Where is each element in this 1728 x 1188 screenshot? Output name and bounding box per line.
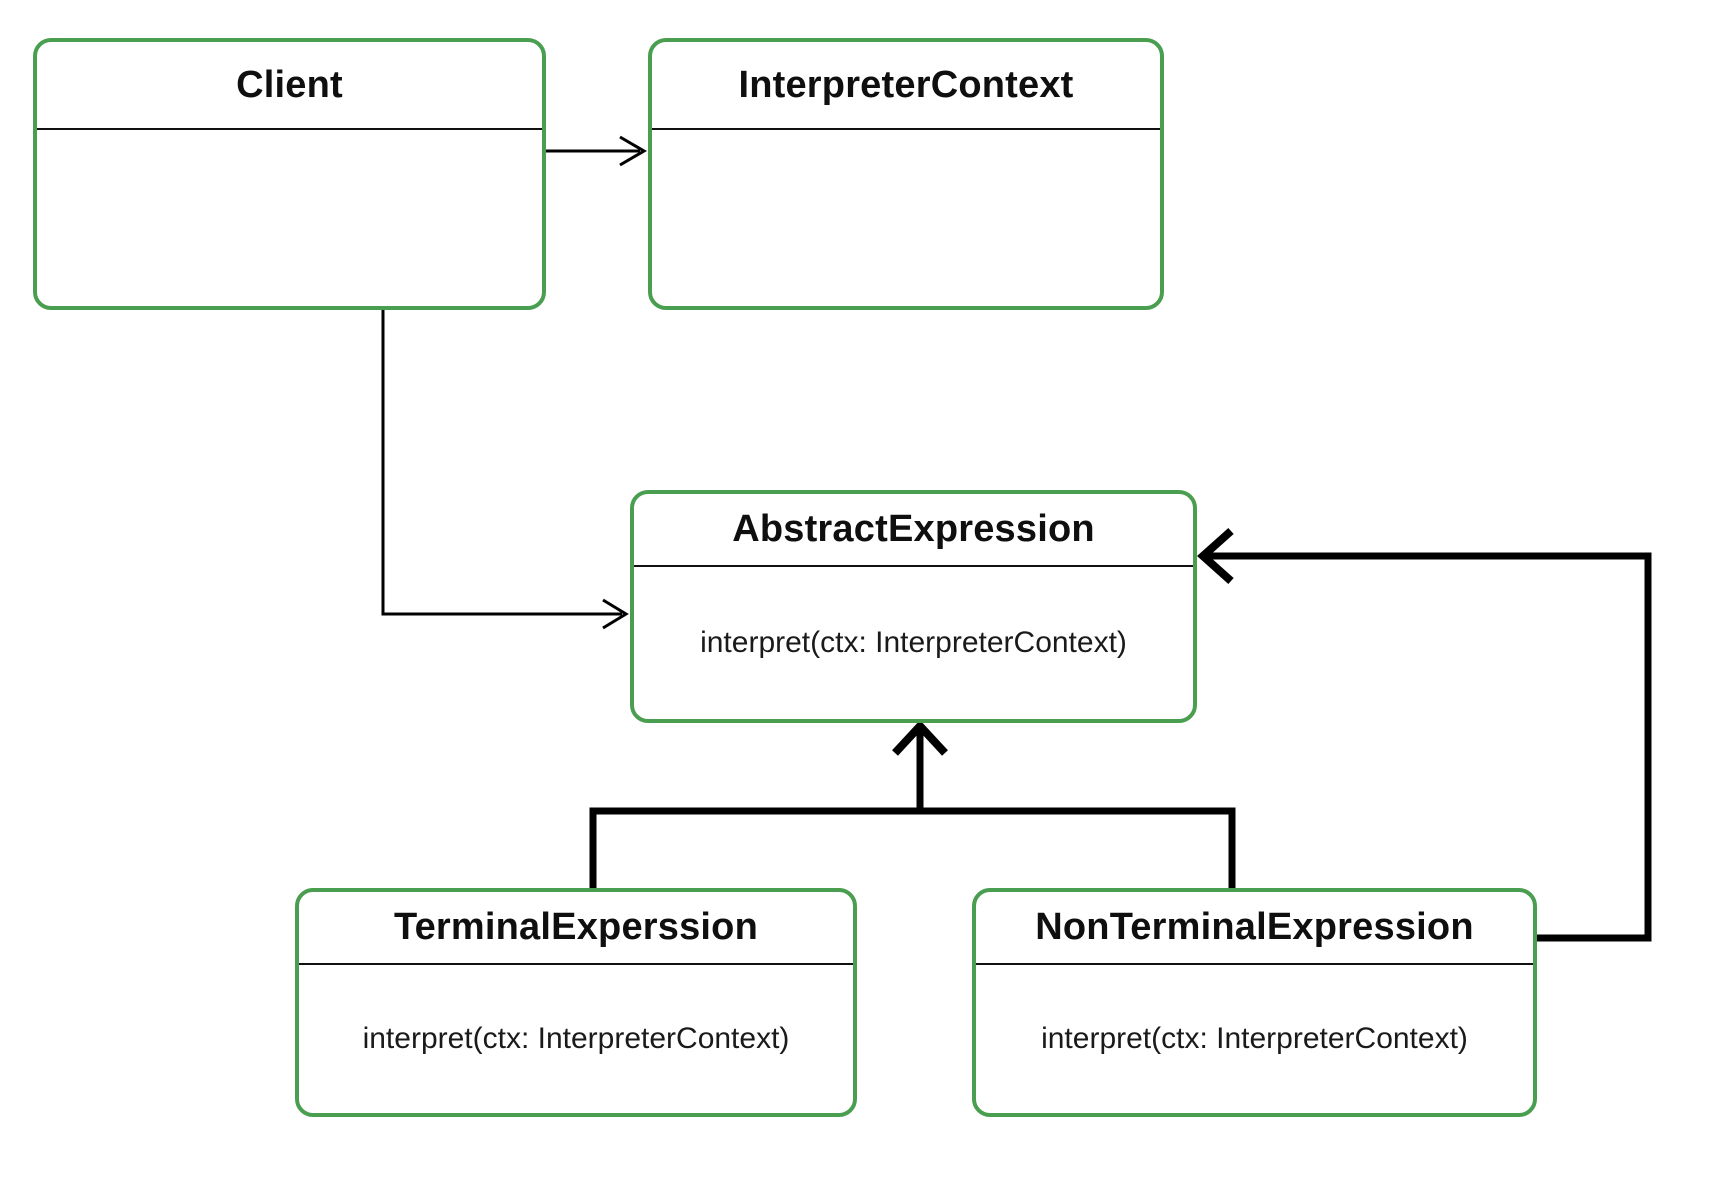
class-body-nonterminalexpression: interpret(ctx: InterpreterContext): [976, 965, 1533, 1113]
class-body-abstractexpression: interpret(ctx: InterpreterContext): [634, 567, 1193, 719]
class-box-interpretercontext: InterpreterContext: [648, 38, 1164, 310]
class-name-label: Client: [236, 63, 343, 106]
class-body-interpretercontext: [652, 130, 1160, 306]
class-title-terminalexpression: TerminalExperssion: [299, 892, 853, 965]
class-box-terminalexpression: TerminalExperssion interpret(ctx: Interp…: [295, 888, 857, 1117]
arrowhead-icon: [602, 598, 629, 630]
class-title-nonterminalexpression: NonTerminalExpression: [976, 892, 1533, 965]
class-method-label: interpret(ctx: InterpreterContext): [362, 1022, 790, 1055]
class-body-client: [37, 130, 542, 306]
class-name-label: AbstractExpression: [732, 508, 1095, 550]
recursion-arrow-nonterminal-to-abstractexpression: [1196, 528, 1652, 942]
class-title-interpretercontext: InterpreterContext: [652, 42, 1160, 130]
association-arrow-client-to-abstractexpression: [381, 310, 629, 630]
class-name-label: TerminalExperssion: [393, 906, 759, 948]
class-box-abstractexpression: AbstractExpression interpret(ctx: Interp…: [630, 490, 1197, 723]
class-box-client: Client: [33, 38, 546, 310]
association-arrow-client-to-interpretercontext: [546, 135, 647, 167]
class-body-terminalexpression: interpret(ctx: InterpreterContext): [299, 965, 853, 1113]
inheritance-arrowhead-icon: [892, 720, 948, 756]
inheritance-connector-shared: [589, 720, 1236, 888]
arrowhead-icon: [1196, 528, 1234, 584]
class-title-client: Client: [37, 42, 542, 130]
arrowhead-icon: [619, 135, 647, 167]
arrow-line: [1207, 552, 1652, 942]
class-title-abstractexpression: AbstractExpression: [634, 494, 1193, 567]
arrow-line: [381, 310, 622, 616]
class-method-label: interpret(ctx: InterpreterContext): [1041, 1022, 1468, 1055]
class-name-label: NonTerminalExpression: [1035, 906, 1474, 948]
class-box-nonterminalexpression: NonTerminalExpression interpret(ctx: Int…: [972, 888, 1537, 1117]
class-name-label: InterpreterContext: [738, 63, 1074, 106]
class-method-label: interpret(ctx: InterpreterContext): [700, 626, 1127, 659]
